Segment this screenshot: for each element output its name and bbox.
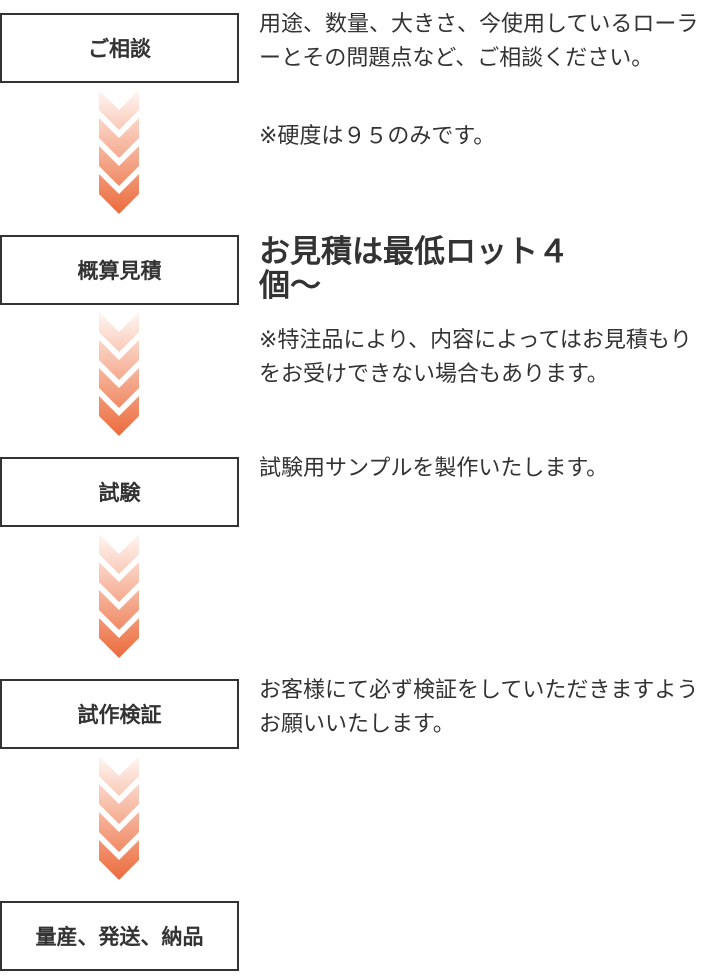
chevron-icon (99, 590, 139, 630)
minimum-lot-headline: お見積は最低ロット４個〜 (259, 234, 569, 304)
chevron-icon (99, 90, 139, 130)
chevron-icon (99, 340, 139, 380)
chevron-icon (99, 784, 139, 824)
chevron-icon (99, 118, 139, 158)
chevron-icon (99, 562, 139, 602)
down-arrow-icon (99, 90, 139, 214)
chevron-icon (99, 396, 139, 436)
step-label: 試験 (98, 481, 141, 505)
test-description: 試験用サンプルを製作いたします。 (259, 456, 609, 481)
step-label: 試作検証 (77, 703, 162, 727)
down-arrow-icon (99, 534, 139, 658)
down-arrow-icon (99, 756, 139, 880)
step-label: 量産、発送、納品 (35, 925, 204, 949)
step-mass-production: 量産、発送、納品 (0, 901, 239, 971)
step-estimate: 概算見積 (0, 235, 239, 305)
chevron-icon (99, 618, 139, 658)
chevron-icon (99, 812, 139, 852)
step-trial-verification: 試作検証 (0, 679, 239, 749)
chevron-icon (99, 840, 139, 880)
chevron-icon (99, 368, 139, 408)
hardness-note: ※硬度は９５のみです。 (259, 124, 496, 149)
description-text: 用途、数量、大きさ、今使用しているローラーとその問題点など、ご相談ください。 (259, 12, 699, 71)
step-label: 概算見積 (77, 259, 162, 283)
chevron-icon (99, 312, 139, 352)
step-consultation: ご相談 (0, 13, 239, 83)
chevron-icon (99, 756, 139, 796)
chevron-icon (99, 146, 139, 186)
step-label: ご相談 (88, 37, 151, 61)
chevron-icon (99, 534, 139, 574)
verification-description: お客様にて必ず検証をしていただきますようお願いいたします。 (259, 678, 699, 737)
chevron-icon (99, 174, 139, 214)
step-test: 試験 (0, 457, 239, 527)
estimate-note: ※特注品により、内容によってはお見積もりをお受けできない場合もあります。 (259, 328, 692, 387)
down-arrow-icon (99, 312, 139, 436)
